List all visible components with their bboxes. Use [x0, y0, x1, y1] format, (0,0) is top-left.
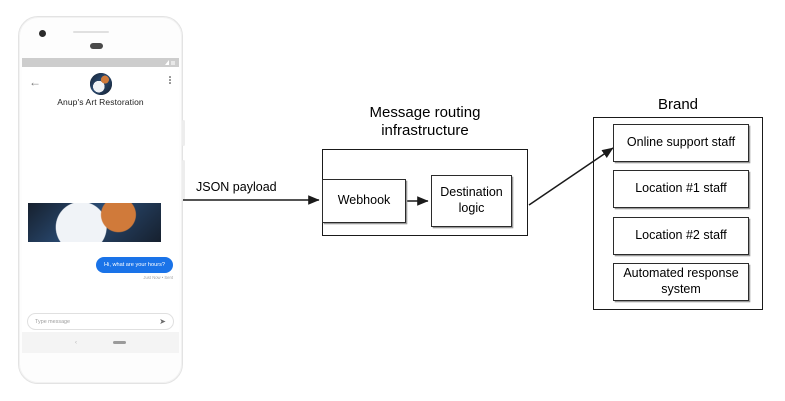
message-avatar [28, 203, 161, 243]
webhook-box: Webhook [322, 179, 406, 223]
outgoing-message-bubble: Hi, what are your hours? [96, 257, 173, 274]
chat-message-list: Anup's Art Restoration Welcome to Anup's… [22, 119, 179, 315]
brand-target-location-2-staff: Location #2 staff [613, 217, 749, 255]
home-pill-icon[interactable] [113, 341, 126, 344]
brand-target-online-support-staff: Online support staff [613, 124, 749, 162]
incoming-message: Anup's Art Restoration Welcome to Anup's… [28, 203, 161, 243]
brand-target-location-1-staff: Location #1 staff [613, 170, 749, 208]
phone-screen: ← Anup's Art Restoration Anup's Art Rest… [22, 58, 179, 353]
brand-target-automated-response-system: Automated response system [613, 263, 749, 301]
brand-container [593, 117, 763, 310]
business-name-label: Anup's Art Restoration [57, 97, 144, 107]
phone-side-button-power [182, 160, 185, 200]
front-camera-icon [39, 30, 46, 37]
phone-top-bezel [18, 16, 183, 64]
status-bar-icons [165, 60, 175, 65]
destination-logic-box: Destination logic [431, 175, 512, 227]
incoming-message-row: Welcome to Anup's Art Restoration, how c… [28, 203, 161, 243]
business-avatar [89, 73, 112, 95]
outgoing-message-timestamp: Just Now • Sent [143, 275, 173, 281]
android-nav-bar: ‹ [22, 332, 179, 353]
chat-app-bar: ← Anup's Art Restoration [22, 67, 179, 119]
phone-side-button-volume [182, 120, 185, 146]
signal-icon [165, 60, 169, 65]
message-composer: Type message ➤ [22, 311, 179, 332]
json-payload-label: JSON payload [196, 180, 277, 194]
status-bar [22, 58, 179, 67]
outgoing-message: Hi, what are your hours? Just Now • Sent [96, 253, 173, 280]
nav-back-icon[interactable]: ‹ [75, 339, 77, 346]
send-icon[interactable]: ➤ [159, 316, 166, 326]
avatar-image [89, 73, 112, 95]
back-arrow-icon[interactable]: ← [29, 75, 41, 89]
battery-icon [171, 61, 175, 65]
overflow-menu-icon[interactable] [169, 76, 171, 84]
phone-mockup: ← Anup's Art Restoration Anup's Art Rest… [18, 16, 185, 384]
brand-caption: Brand [657, 96, 699, 113]
message-input-placeholder: Type message [35, 318, 71, 325]
routing-infrastructure-caption: Message routing infrastructure [369, 104, 481, 140]
earpiece-speaker [73, 31, 109, 33]
avatar-image [28, 203, 161, 243]
message-input[interactable]: Type message ➤ [27, 313, 174, 330]
proximity-sensor [90, 43, 103, 49]
